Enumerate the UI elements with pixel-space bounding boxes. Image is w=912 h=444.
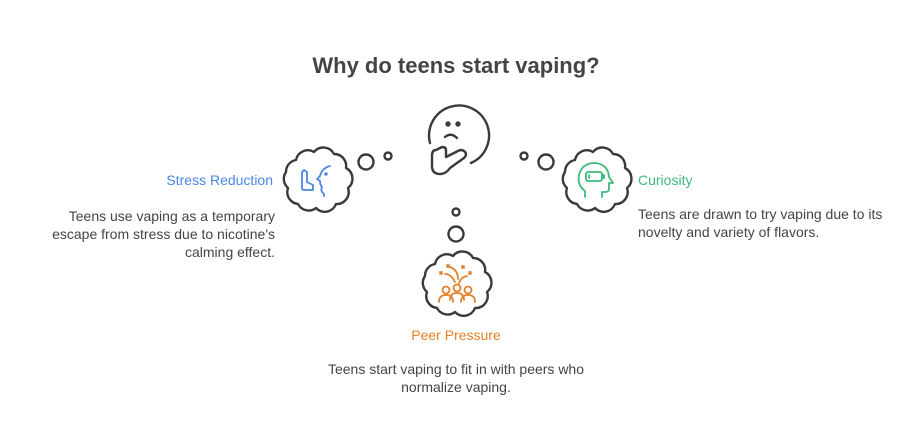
stress-reduction-label: Stress Reduction bbox=[166, 172, 273, 188]
thought-bubble-bottom-small bbox=[451, 207, 461, 217]
inhaler-face-icon bbox=[301, 165, 331, 197]
diagram-title: Why do teens start vaping? bbox=[312, 53, 600, 78]
peer-pressure-description: Teens start vaping to fit in with peers … bbox=[327, 361, 585, 395]
thought-bubble-left-large bbox=[357, 153, 375, 171]
thinking-face-icon bbox=[427, 104, 491, 176]
thought-bubble-bottom-large bbox=[447, 225, 465, 243]
thought-bubble-right-large bbox=[537, 153, 555, 171]
curiosity-description: Teens are drawn to try vaping due to its… bbox=[638, 206, 883, 240]
curiosity-label: Curiosity bbox=[638, 172, 693, 188]
head-battery-icon bbox=[577, 162, 614, 198]
thought-bubble-left-small bbox=[383, 151, 393, 161]
group-celebration-icon bbox=[438, 264, 476, 303]
peer-pressure-label: Peer Pressure bbox=[411, 327, 501, 343]
cloud-curiosity bbox=[561, 146, 633, 213]
thought-bubble-right-small bbox=[519, 151, 529, 161]
stress-reduction-description: Teens use vaping as a temporary escape f… bbox=[52, 208, 275, 260]
